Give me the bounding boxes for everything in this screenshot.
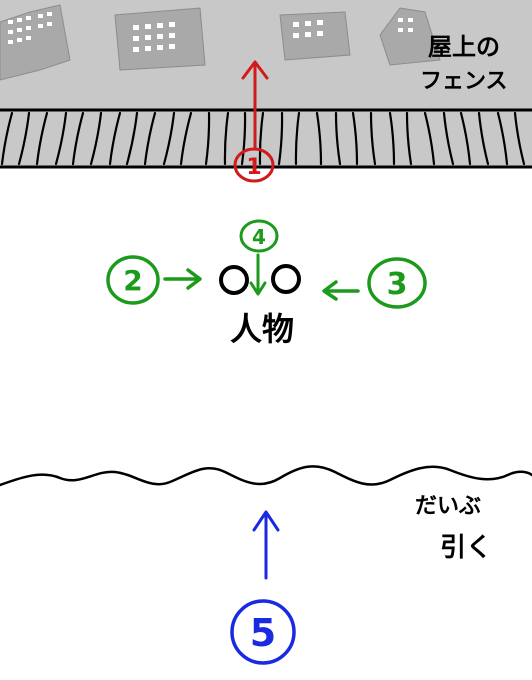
person-circle-right [271, 264, 301, 294]
fence-hatch-stroke [17, 111, 31, 166]
arrow-3-head-icon [322, 280, 338, 301]
marker-3-circle [367, 257, 427, 309]
fence-hatch-stroke [258, 111, 265, 166]
fence-hatch-stroke [496, 111, 509, 166]
marker-4: 4 [239, 219, 279, 296]
fence-hatch-stroke [240, 111, 247, 166]
fence-hatch-stroke [369, 111, 377, 166]
fence-hatch-stroke [35, 111, 49, 166]
person-circle-left [219, 265, 249, 295]
windows-left [8, 12, 52, 44]
person-label: 人物 [230, 310, 294, 348]
marker-5-circle [230, 599, 296, 665]
fence-hatch-stroke [143, 111, 157, 166]
fence-hatch-stroke [71, 111, 85, 166]
wavy-distance-line [0, 465, 532, 487]
marker-1: 1 [233, 60, 275, 183]
fence-hatch-stroke [223, 111, 230, 166]
fence-hatch-stroke [162, 111, 176, 166]
distance-note-line2: 引く [440, 533, 492, 563]
fence-hatch-stroke [179, 111, 193, 166]
arrow-1-head-icon [241, 60, 269, 80]
fence-band [0, 110, 532, 167]
building-right [379, 7, 441, 66]
windows-right [398, 18, 413, 32]
fence-hatch-stroke [125, 111, 139, 166]
fence-hatch-stroke [334, 111, 342, 166]
fence-hatching [0, 111, 526, 166]
fence-hatch-stroke [351, 111, 359, 166]
fence-hatch-stroke [204, 111, 211, 166]
fence-hatch-stroke [388, 111, 396, 166]
marker-2-label: 2 [123, 264, 142, 297]
marker-3: 3 [322, 257, 427, 309]
fence-hatch-stroke [277, 111, 284, 166]
person-figure [219, 264, 301, 295]
marker-2-circle [106, 255, 160, 305]
building-windows [8, 12, 413, 52]
fence-hatch-stroke [108, 111, 122, 166]
windows-center-left [133, 22, 175, 52]
fence-hatch-stroke [54, 111, 68, 166]
marker-1-label: 1 [246, 155, 261, 180]
marker-2: 2 [106, 255, 202, 305]
fence-label-line1: 屋上の [428, 33, 500, 61]
fence-hatch-stroke [294, 111, 301, 166]
fence-label-line2: フェンス [420, 69, 508, 94]
fence-hatch-stroke [459, 111, 472, 166]
fence-hatch-stroke [315, 111, 323, 166]
distance-note-line1: だいぶ [415, 494, 481, 519]
marker-3-label: 3 [387, 267, 408, 302]
fence-hatch-stroke [442, 111, 455, 166]
marker-5: 5 [230, 510, 296, 665]
arrow-4-head-icon [249, 281, 267, 296]
building-center-right [279, 11, 351, 61]
fence-hatch-stroke [405, 111, 413, 166]
fence-hatch-stroke [477, 111, 490, 166]
marker-4-circle [239, 219, 279, 253]
fence-hatch-stroke [0, 111, 14, 166]
windows-center-right [293, 20, 323, 38]
marker-5-label: 5 [250, 611, 276, 655]
arrow-5-head-icon [252, 510, 280, 532]
arrow-2-head-icon [186, 268, 202, 290]
marker-4-label: 4 [252, 225, 266, 249]
fence-hatch-stroke [423, 111, 436, 166]
fence-hatch-stroke [513, 111, 526, 166]
marker-1-circle [233, 147, 275, 183]
fence-hatch-stroke [89, 111, 103, 166]
building-left [0, 4, 71, 81]
